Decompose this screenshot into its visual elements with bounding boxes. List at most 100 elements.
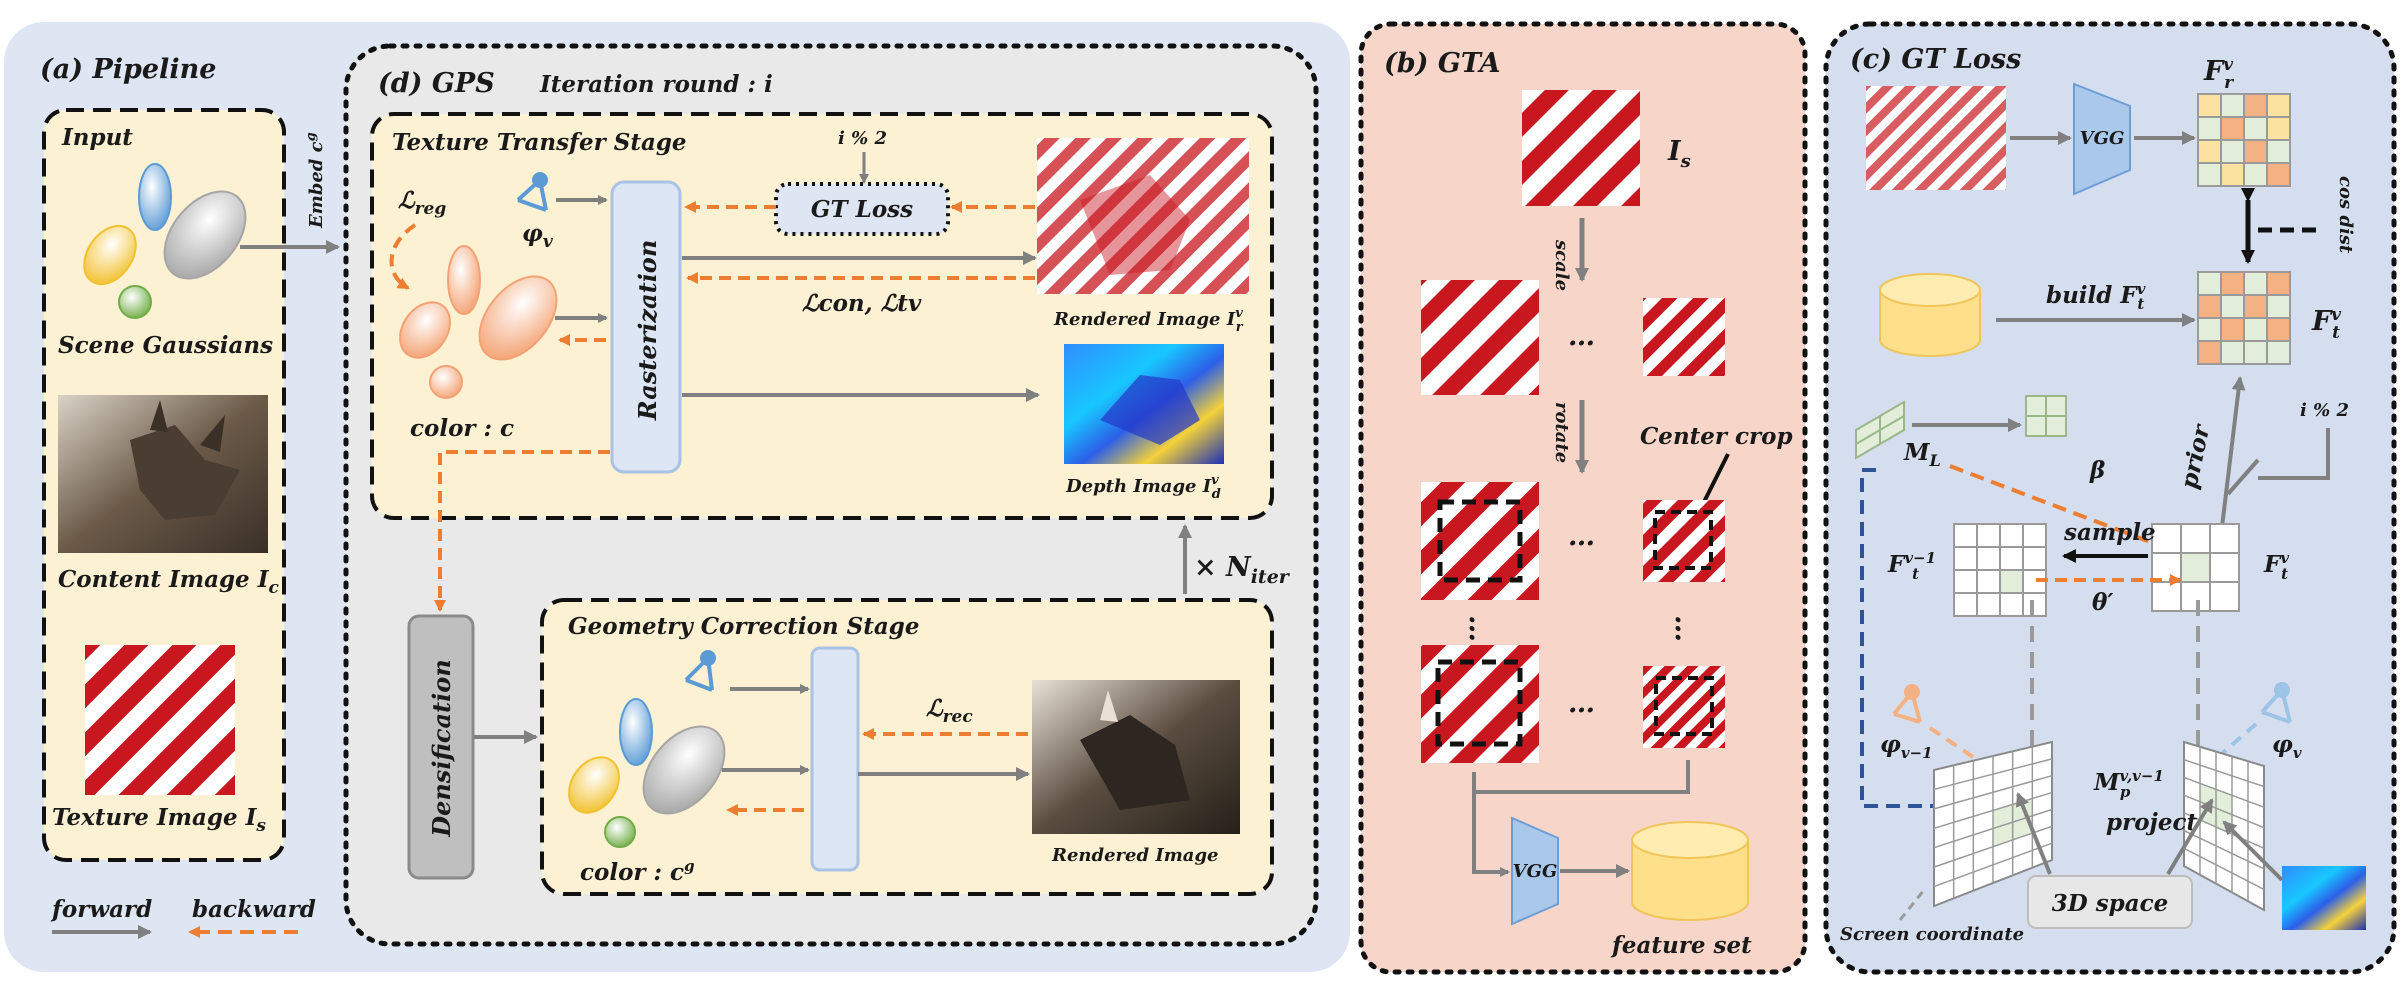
scene-gaussians-icon xyxy=(83,163,247,319)
grid-cell xyxy=(2151,552,2182,583)
grid-cell xyxy=(2266,139,2291,164)
grid-cell xyxy=(2180,581,2211,612)
screen-coord-pointer xyxy=(1898,889,1926,921)
gta-vdots-1: … xyxy=(1463,615,1494,642)
grid-cell xyxy=(2266,162,2291,187)
gta-panel: (b) GTA Is scale … rotate Center crop … … xyxy=(1358,21,1808,975)
phi-prev-label: φv−1 xyxy=(1880,731,1933,762)
prior-switch xyxy=(2226,458,2260,496)
depth-image xyxy=(1064,344,1224,464)
gta-is-label: Is xyxy=(1667,136,1691,172)
ml-patch-left xyxy=(1855,400,1905,460)
densification-label: Densification xyxy=(427,659,456,837)
grid-cell xyxy=(2197,271,2222,296)
grid-cell xyxy=(2197,294,2222,319)
screen-plane-gridline xyxy=(1933,774,2053,810)
camera-icon xyxy=(516,172,548,212)
grid-cell xyxy=(2243,116,2268,141)
grid-cell xyxy=(2266,317,2291,342)
grid-cell xyxy=(2220,294,2245,319)
content-image xyxy=(58,395,268,553)
pipeline-title: (a) Pipeline xyxy=(40,54,216,85)
gta-ellipsis-3: … xyxy=(1568,688,1595,719)
grid-cell xyxy=(2209,552,2240,583)
gps-panel: (d) GPS Iteration round : i Texture Tran… xyxy=(343,43,1319,947)
rasterization-label: Rasterization xyxy=(633,240,662,422)
screen-plane-gridline xyxy=(2183,776,2265,808)
screen-plane-gridline xyxy=(1933,842,2053,888)
rotated-texture-small-1 xyxy=(1643,500,1725,582)
geo-rendered-image xyxy=(1032,680,1240,834)
iteration-label: Iteration round : i xyxy=(539,71,773,98)
gta-ellipsis-1: … xyxy=(1568,321,1595,352)
grid-cell xyxy=(1999,592,2024,617)
l-reg-label: ℒreg xyxy=(398,187,446,219)
texture-stage-label: Texture Transfer Stage xyxy=(392,129,687,156)
rotated-texture-large-2 xyxy=(1421,645,1539,763)
ft-feature-grid xyxy=(2197,271,2291,365)
gt-loss-box xyxy=(774,182,950,236)
color-cg-label: color : cg xyxy=(580,857,695,886)
texture-image xyxy=(85,645,235,795)
screen-coord-label: Screen coordinate xyxy=(1840,924,2024,945)
grid-cell xyxy=(1953,592,1978,617)
grid-cell xyxy=(2209,523,2240,554)
grid-cell xyxy=(2243,317,2268,342)
screen-plane-gridline xyxy=(2183,794,2265,829)
gtloss-rendered-image xyxy=(1866,86,2006,190)
grid-cell xyxy=(2197,162,2222,187)
rasterization-block xyxy=(610,180,682,474)
gta-source-texture xyxy=(1522,90,1640,206)
grid-cell xyxy=(2022,546,2047,571)
scene-gaussians-label: Scene Gaussians xyxy=(58,332,273,359)
grid-cell xyxy=(2151,581,2182,612)
grid-cell xyxy=(2266,294,2291,319)
gta-vgg-block xyxy=(1511,816,1559,926)
space-3d-box xyxy=(2027,875,2193,929)
grid-cell xyxy=(1999,569,2024,594)
texture-image-label: Texture Image Is xyxy=(52,804,266,836)
grid-cell xyxy=(1999,523,2024,548)
grid-cell xyxy=(2220,340,2245,365)
grid-cell xyxy=(2266,340,2291,365)
scaled-texture-small xyxy=(1643,298,1725,376)
grid-cell xyxy=(2243,93,2268,118)
gt-loss-label: GT Loss xyxy=(811,196,913,223)
space-to-prev-arrow xyxy=(2015,792,2052,875)
screen-plane-gridline xyxy=(2183,759,2265,788)
geo-rendered-label: Rendered Image xyxy=(1051,845,1219,866)
texture-gaussians-icon xyxy=(399,245,558,399)
grid-cell xyxy=(2243,294,2268,319)
cos-dist-label: cos dist xyxy=(2335,176,2356,254)
gps-title: (d) GPS xyxy=(378,68,495,99)
ml-label: ML xyxy=(1903,439,1941,470)
fr-feature-grid xyxy=(2197,93,2291,187)
grid-cell xyxy=(2243,340,2268,365)
center-crop-label: Center crop xyxy=(1640,423,1793,450)
geometry-stage-label: Geometry Correction Stage xyxy=(568,613,920,640)
screen-plane-gridline xyxy=(2183,829,2265,870)
phi-v-label: φv xyxy=(522,220,554,252)
grid-cell xyxy=(2220,139,2245,164)
grid-cell xyxy=(2243,271,2268,296)
content-image-label: Content Image Ic xyxy=(58,566,279,598)
grid-cell xyxy=(2220,162,2245,187)
depth-to-plane-arrow xyxy=(2222,820,2284,882)
grid-cell xyxy=(1999,546,2024,571)
grid-cell xyxy=(2197,139,2222,164)
grid-cell xyxy=(1976,569,2001,594)
beta-label: β xyxy=(2089,457,2105,484)
input-label: Input xyxy=(61,124,133,151)
rotate-label: rotate xyxy=(1551,402,1572,463)
beta-arrow xyxy=(1949,464,2168,551)
grid-cell xyxy=(2266,271,2291,296)
space-to-cur-arrow xyxy=(2166,798,2214,876)
space-3d-label: 3D space xyxy=(2052,890,2169,917)
geo-rasterization-block xyxy=(810,646,860,872)
gtloss-i-mod-label: i % 2 xyxy=(2300,400,2349,421)
rotated-texture-small-2 xyxy=(1643,666,1725,748)
